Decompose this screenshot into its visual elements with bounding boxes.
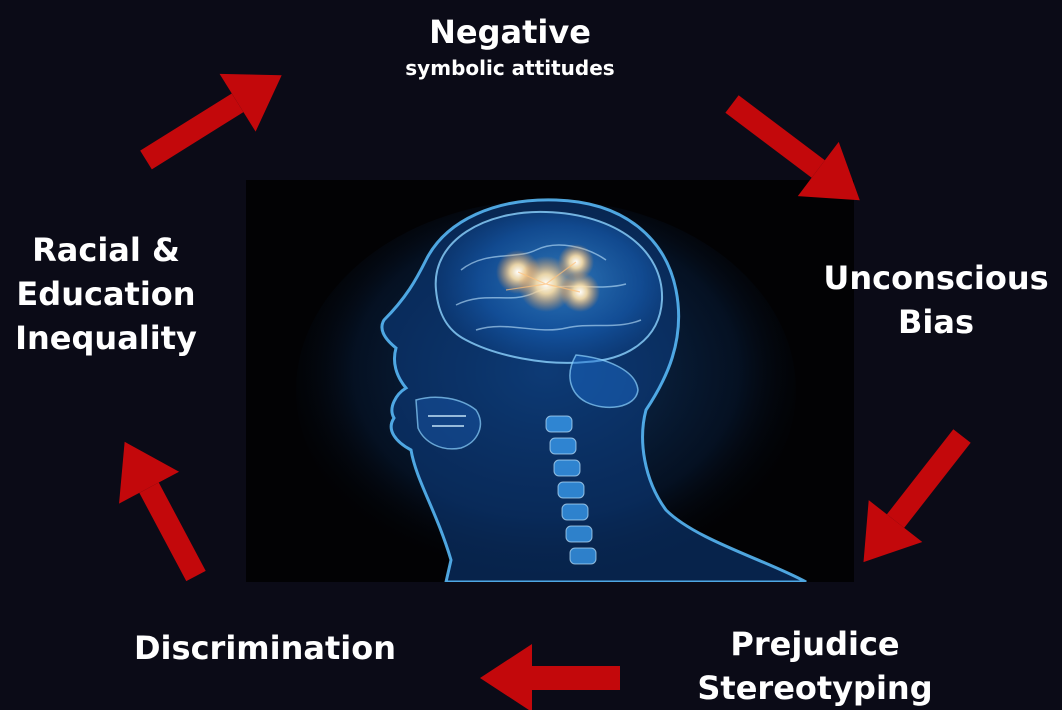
arrow-bias-to-prejudice xyxy=(837,415,989,583)
arrow-racial-to-negative xyxy=(128,46,300,188)
node-prejudice-line-2: Stereotyping xyxy=(690,666,940,710)
node-prejudice-stereotyping: Prejudice Stereotyping xyxy=(690,622,940,710)
node-racial-line-1: Racial & xyxy=(0,228,212,272)
node-negative-title: Negative xyxy=(360,10,660,54)
node-negative-symbolic-attitudes: Negative symbolic attitudes xyxy=(360,10,660,82)
node-discrimination: Discrimination xyxy=(110,626,420,670)
arrow-prejudice-to-discrimination xyxy=(480,644,620,710)
node-unconscious-bias: Unconscious Bias xyxy=(810,256,1062,344)
node-bias-line-1: Unconscious xyxy=(810,256,1062,300)
node-negative-subtitle: symbolic attitudes xyxy=(360,54,660,82)
node-racial-line-3: Inequality xyxy=(0,316,212,360)
node-prejudice-line-1: Prejudice xyxy=(690,622,940,666)
node-bias-line-2: Bias xyxy=(810,300,1062,344)
node-racial-line-2: Education xyxy=(0,272,212,316)
node-discrimination-line-1: Discrimination xyxy=(110,626,420,670)
node-racial-education-inequality: Racial & Education Inequality xyxy=(0,228,212,360)
arrow-negative-to-bias xyxy=(712,77,881,228)
arrow-discrimination-to-racial xyxy=(95,426,226,592)
